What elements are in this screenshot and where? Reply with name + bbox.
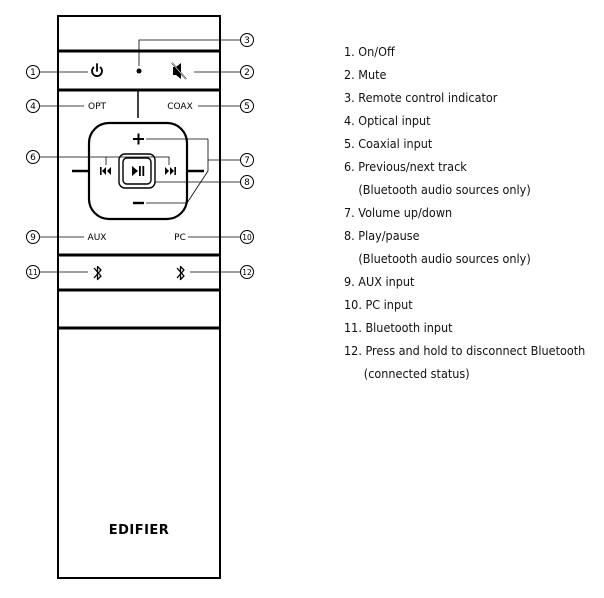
legend-list: 1. On/Off 2. Mute 3. Remote control indi… (344, 40, 585, 385)
legend-item-11: 11. Bluetooth input (344, 320, 453, 335)
indicator-dot (136, 68, 142, 74)
callout-7: 7 (240, 153, 254, 167)
svg-text:1: 1 (30, 68, 36, 78)
legend-item-7: 7. Volume up/down (344, 205, 453, 220)
legend-item-8-note: (Bluetooth audio sources only) (358, 251, 531, 266)
callout-4: 4 (26, 99, 40, 113)
previous-track-icon[interactable] (100, 167, 111, 175)
legend-item-12: 12. Press and hold to disconnect Bluetoo… (344, 343, 586, 358)
svg-text:12: 12 (242, 268, 252, 277)
coax-label[interactable]: COAX (167, 102, 193, 112)
callout-5: 5 (240, 99, 254, 113)
callout-2: 2 (240, 65, 254, 79)
play-pause-icon[interactable] (118, 153, 156, 189)
callout-10: 10 (240, 230, 254, 244)
legend-item-6-note: (Bluetooth audio sources only) (358, 182, 531, 197)
svg-text:6: 6 (30, 153, 36, 163)
svg-text:4: 4 (30, 102, 36, 112)
callout-8: 8 (240, 175, 254, 189)
legend-item-6: 6. Previous/next track (344, 159, 467, 174)
aux-label[interactable]: AUX (88, 233, 107, 243)
callout-11: 11 (26, 265, 40, 279)
svg-text:7: 7 (244, 156, 250, 166)
pc-label[interactable]: PC (174, 233, 186, 243)
legend-item-2: 2. Mute (344, 67, 387, 82)
svg-text:10: 10 (242, 233, 252, 242)
callout-6: 6 (26, 150, 40, 164)
legend-item-10: 10. PC input (344, 297, 413, 312)
callout-9: 9 (26, 230, 40, 244)
svg-text:3: 3 (244, 36, 250, 46)
svg-text:9: 9 (30, 233, 36, 243)
control-pad (72, 121, 204, 221)
callout-1: 1 (26, 65, 40, 79)
svg-text:8: 8 (244, 178, 250, 188)
next-track-icon[interactable] (165, 167, 176, 175)
callout-12: 12 (240, 265, 254, 279)
svg-text:2: 2 (244, 68, 250, 78)
legend-item-4: 4. Optical input (344, 113, 431, 128)
brand-logo: EDIFIER (109, 523, 170, 538)
opt-label[interactable]: OPT (88, 102, 107, 112)
legend-item-12-note: (connected status) (363, 366, 470, 381)
legend-item-1: 1. On/Off (344, 44, 395, 59)
legend-item-9: 9. AUX input (344, 274, 415, 289)
bluetooth-icon[interactable] (176, 265, 185, 281)
svg-text:5: 5 (244, 102, 250, 112)
legend-item-5: 5. Coaxial input (344, 136, 433, 151)
plus-icon[interactable] (133, 133, 144, 145)
svg-text:11: 11 (28, 268, 38, 277)
remote-body (57, 15, 221, 579)
callout-markers: 1 2 3 4 5 6 7 8 9 10 11 12 (26, 33, 254, 279)
legend-item-3: 3. Remote control indicator (344, 90, 498, 105)
legend-item-8: 8. Play/pause (344, 228, 420, 243)
callout-leaders (40, 39, 240, 273)
bluetooth-icon[interactable] (93, 265, 102, 281)
mute-icon[interactable] (171, 62, 187, 80)
callout-3: 3 (240, 33, 254, 47)
power-icon[interactable] (91, 63, 103, 77)
